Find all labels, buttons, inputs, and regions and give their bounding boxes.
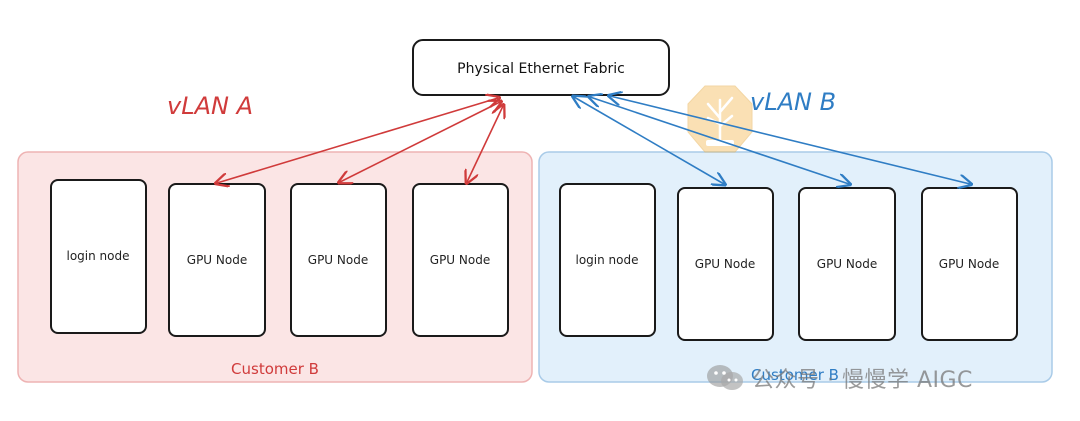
node-label: GPU Node <box>817 257 877 271</box>
vlan-a-title: vLAN A <box>167 92 253 120</box>
vlan-b-node-2: GPU Node <box>677 187 774 341</box>
node-label: GPU Node <box>430 253 490 267</box>
vlan-b-node-1: login node <box>559 183 656 337</box>
vlan-b-group: vLAN B Customer B login node GPU Node GP… <box>538 88 1053 384</box>
node-label: GPU Node <box>939 257 999 271</box>
fabric-group: Physical Ethernet Fabric <box>412 39 670 96</box>
vlan-a-customer-label: Customer B <box>231 360 319 378</box>
vlan-a-node-1: login node <box>50 179 147 334</box>
vlan-a-node-4: GPU Node <box>412 183 509 337</box>
vlan-b-customer-label: Customer B <box>751 366 839 384</box>
vlan-b-title: vLAN B <box>750 88 836 116</box>
vlan-b-link-3 <box>610 96 970 184</box>
fabric-box <box>412 39 670 96</box>
node-label: login node <box>576 253 639 267</box>
node-label: GPU Node <box>187 253 247 267</box>
node-label: login node <box>67 249 130 263</box>
node-label: GPU Node <box>308 253 368 267</box>
watermark: 公众号 · 慢慢学 AIGC <box>706 360 973 396</box>
vlan-a-node-3: GPU Node <box>290 183 387 337</box>
vlan-b-node-3: GPU Node <box>798 187 896 341</box>
fabric-label: Physical Ethernet Fabric <box>457 61 625 77</box>
login-node-box <box>50 179 147 334</box>
wechat-icon <box>706 363 744 393</box>
vlan-a-node-2: GPU Node <box>168 183 266 337</box>
vlan-a-group: vLAN A Customer B login node GPU Node GP… <box>17 92 533 383</box>
vlan-a-link-3 <box>467 106 503 182</box>
vlan-b-links <box>574 96 970 184</box>
node-label: GPU Node <box>695 257 755 271</box>
vlan-a-links <box>217 98 503 183</box>
watermark-text: 公众号 · 慢慢学 AIGC <box>752 368 973 393</box>
vlan-b-node-4: GPU Node <box>921 187 1018 341</box>
tree-logo-icon <box>687 85 753 153</box>
